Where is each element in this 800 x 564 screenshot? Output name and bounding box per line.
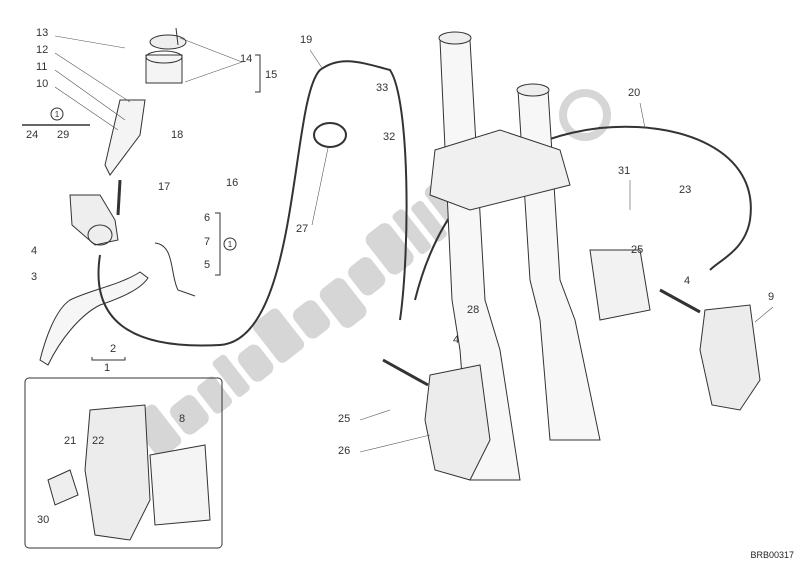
part-label-7: 7 (204, 236, 211, 248)
part-label-23: 23 (679, 184, 692, 196)
bolt-25-right (659, 288, 701, 314)
part-label-6: 6 (204, 212, 211, 224)
master-cylinder (69, 99, 146, 246)
leader-lines (54, 35, 774, 453)
part-label-5: 5 (204, 259, 211, 271)
part-label-4: 4 (31, 245, 38, 257)
part-label-2: 2 (110, 343, 117, 355)
part-label-12: 12 (36, 44, 49, 56)
brake-lever (39, 271, 149, 366)
part-label-14: 14 (240, 53, 253, 65)
kit-bracket-right (215, 212, 221, 276)
part-label-4: 4 (453, 334, 460, 346)
bolt-25-left (382, 358, 429, 387)
brake-hose-19 (97, 60, 408, 347)
part-label-17: 17 (158, 181, 171, 193)
part-label-28: 28 (467, 304, 480, 316)
part-label-1: 1 (104, 362, 111, 374)
diagram-code: BRB00317 (750, 550, 794, 560)
kit-bracket-bottom (91, 357, 126, 361)
part-label-4: 4 (684, 275, 691, 287)
caliper-26 (424, 364, 491, 481)
triple-clamp (429, 129, 571, 211)
caliper-9 (699, 304, 761, 411)
stop-switch (154, 242, 196, 297)
watermark-picture (131, 176, 473, 458)
part-label-15: 15 (265, 69, 278, 81)
part-label-21: 21 (64, 435, 77, 447)
part-label-31: 31 (618, 165, 631, 177)
pad-spring (47, 469, 79, 506)
kit-symbol-1-top (50, 107, 64, 121)
caliper-inset (84, 404, 151, 541)
part-label-24: 24 (26, 129, 39, 141)
part-label-27: 27 (296, 223, 309, 235)
part-label-16: 16 (226, 177, 239, 189)
gear-icon (559, 89, 611, 141)
kit-symbol-text: 1 (55, 110, 60, 119)
brake-pads (149, 444, 211, 526)
part-label-32: 32 (383, 131, 396, 143)
part-label-13: 13 (36, 27, 49, 39)
part-label-19: 19 (300, 34, 313, 46)
part-label-3: 3 (31, 271, 38, 283)
hose-clamp (313, 122, 347, 148)
inset-box (24, 377, 223, 549)
part-label-30: 30 (37, 514, 50, 526)
part-label-10: 10 (36, 78, 49, 90)
part-label-18: 18 (171, 129, 184, 141)
part-label-25: 25 (338, 413, 351, 425)
kit-symbol-1-right (223, 237, 237, 251)
part-label-9: 9 (768, 291, 775, 303)
kit-symbol-text: 1 (228, 240, 233, 249)
part-label-22: 22 (92, 435, 105, 447)
part-label-8: 8 (179, 413, 186, 425)
part-label-25: 25 (631, 244, 644, 256)
part-label-33: 33 (376, 82, 389, 94)
part-label-20: 20 (628, 87, 641, 99)
part-label-29: 29 (57, 129, 70, 141)
reservoir (145, 27, 187, 84)
part-label-11: 11 (36, 61, 48, 73)
bracket-15 (255, 54, 261, 93)
part-label-26: 26 (338, 445, 351, 457)
